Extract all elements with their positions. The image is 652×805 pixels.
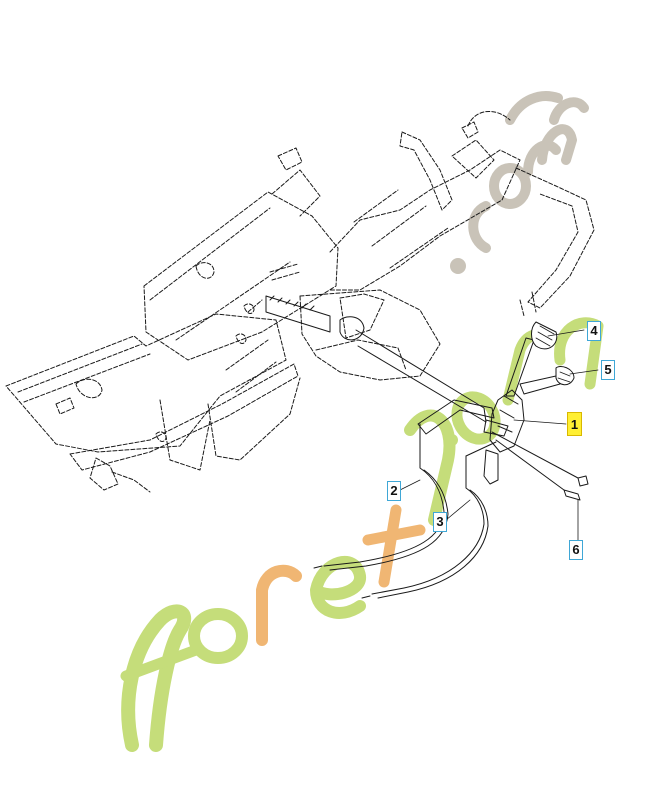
bolts: [491, 431, 589, 501]
callout-5: 5: [601, 360, 615, 380]
callout-1: 1: [567, 412, 582, 436]
chassis-frame: [5, 111, 595, 493]
callout-6: 6: [569, 540, 583, 560]
callout-2: 2: [387, 481, 401, 501]
watermark-graphic: [120, 91, 604, 752]
leader-lines: [399, 329, 599, 541]
lever-assembly: [483, 321, 575, 485]
callout-4: 4: [587, 321, 601, 341]
callout-3: 3: [433, 512, 447, 532]
shaft: [265, 295, 487, 423]
